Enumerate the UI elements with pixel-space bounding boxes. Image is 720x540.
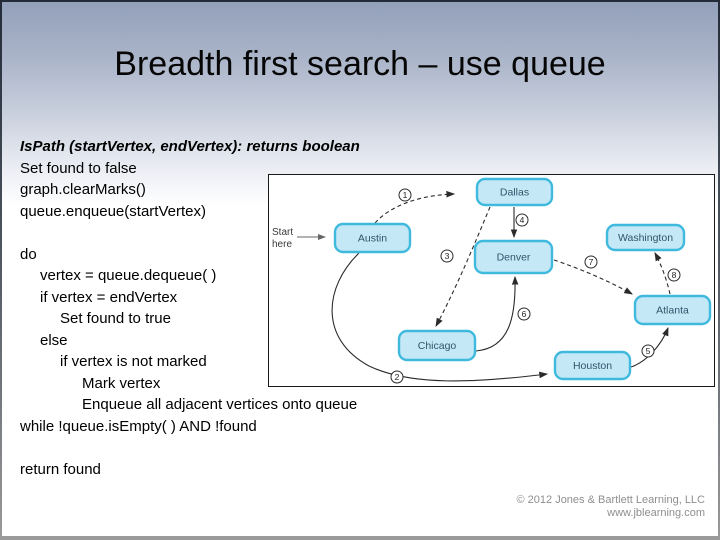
code-line: queue.enqueue(startVertex)	[20, 202, 206, 220]
website-line: www.jblearning.com	[607, 507, 705, 519]
node-label-houston: Houston	[573, 360, 612, 372]
order-badge-1	[398, 188, 412, 202]
code-line: graph.clearMarks()	[20, 181, 146, 198]
order-badge-number: 7	[589, 257, 594, 267]
code-line-signature: IsPath (startVertex, endVertex): returns…	[20, 138, 360, 155]
node-austin	[333, 222, 412, 254]
code-line: return found	[20, 460, 101, 478]
edge-denver-atlanta	[553, 259, 633, 295]
node-label-atlanta: Atlanta	[656, 305, 689, 317]
order-badge-8	[667, 268, 681, 282]
node-label-dallas: Dallas	[500, 187, 529, 199]
code-line: Set found to true	[60, 310, 171, 327]
copyright-footer: © 2012 Jones & Bartlett Learning, LLC ww…	[517, 494, 706, 520]
order-badge-number: 6	[522, 309, 527, 319]
order-badge-2	[390, 370, 404, 384]
code-line: Set found to false	[20, 159, 137, 177]
node-washington	[605, 223, 686, 252]
node-atlanta	[633, 294, 712, 326]
code-line: Enqueue all adjacent vertices onto queue	[82, 396, 358, 413]
code-line	[20, 437, 580, 459]
slide-title: Breadth first search – use queue	[114, 45, 606, 83]
node-label-austin: Austin	[358, 233, 387, 245]
order-badge-number: 8	[672, 270, 677, 280]
edge-dallas-chicago	[435, 206, 491, 327]
start-here-label: Start	[272, 227, 293, 238]
edge-chicago-denver	[475, 275, 519, 352]
copyright-line: © 2012 Jones & Bartlett Learning, LLC	[516, 494, 706, 506]
order-badge-4	[515, 213, 529, 227]
node-denver	[473, 239, 554, 275]
order-badge-number: 3	[445, 251, 450, 261]
order-badge-number: 2	[395, 372, 400, 382]
start-here-label: here	[272, 239, 292, 250]
pseudocode-block: IsPath (startVertex, endVertex): returns…	[20, 136, 580, 480]
code-line: if vertex is not marked	[60, 353, 207, 370]
code-line: do	[20, 245, 37, 263]
code-line: else	[40, 331, 68, 349]
code-line: while !queue.isEmpty( ) AND !found	[20, 417, 257, 435]
node-label-washington: Washington	[618, 232, 673, 244]
order-badge-number: 1	[403, 190, 408, 200]
node-label-chicago: Chicago	[418, 340, 457, 352]
order-badge-3	[440, 249, 454, 263]
order-badge-number: 5	[646, 346, 651, 356]
node-dallas	[475, 177, 554, 207]
order-badge-6	[517, 307, 531, 321]
edge-austin-houston	[331, 252, 549, 382]
code-line: vertex = queue.dequeue( )	[40, 267, 217, 284]
code-line: Mark vertex	[82, 374, 161, 392]
edge-atlanta-washington	[654, 252, 671, 295]
node-houston	[553, 350, 632, 381]
node-label-denver: Denver	[497, 252, 531, 264]
node-chicago	[397, 329, 477, 362]
order-badge-5	[641, 344, 655, 358]
order-badge-number: 4	[520, 215, 525, 225]
edge-austin-dallas	[374, 190, 456, 224]
order-badge-7	[584, 255, 598, 269]
code-line: if vertex = endVertex	[40, 288, 178, 306]
